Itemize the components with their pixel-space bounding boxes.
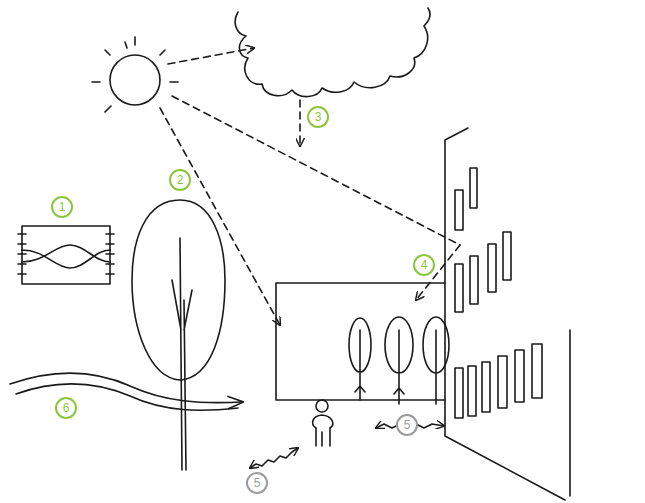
tree-crown [132,200,225,380]
cloud [235,8,430,97]
chart-ticks [18,234,114,274]
callout-number: 4 [413,254,435,276]
sun-ray [170,81,178,83]
wind-arrow [10,373,242,403]
sun-ray [105,106,111,112]
small-tree-trunks [355,330,436,404]
building [445,128,570,500]
tree-trunk [172,238,192,470]
double-arrow [250,448,298,468]
chart-curve [22,250,110,268]
callout-number: 5 [396,414,418,436]
callout-number: 1 [51,196,73,218]
sun-ray [134,37,136,45]
sun-ray [92,81,100,83]
light-ray [168,48,254,64]
person-head [316,400,328,412]
callout-number: 2 [169,169,191,191]
sun [110,55,160,105]
light-ray [172,96,460,245]
wind-arrow [16,384,238,410]
building-windows [455,168,542,418]
window [455,168,542,418]
sun-ray [160,50,165,55]
chart-frame [22,226,110,284]
rain-arrow [299,100,301,146]
callout-number: 5 [246,472,268,494]
person-body [313,415,333,446]
sun-rays [92,37,178,112]
sun-ray [125,42,127,48]
callout-number: 3 [307,106,329,128]
callout-number: 6 [55,397,77,419]
sun-ray [105,50,110,55]
light-ray [160,108,280,325]
